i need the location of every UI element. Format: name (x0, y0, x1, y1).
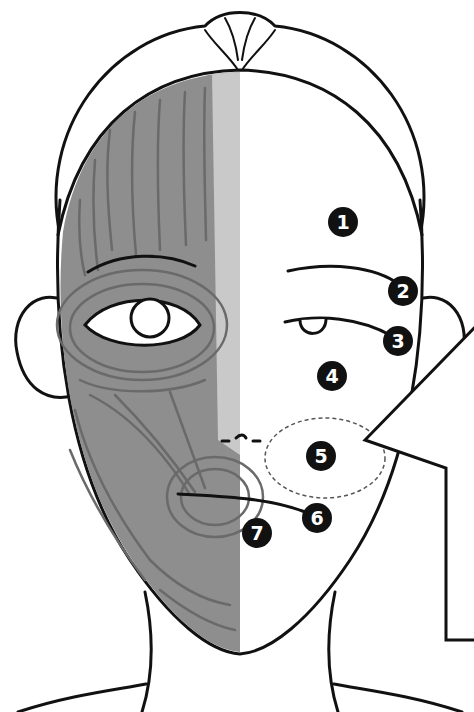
right-eyebrow (288, 266, 400, 285)
right-iris (300, 319, 326, 333)
callout-number: 1 (328, 207, 358, 237)
callout-number: 3 (383, 326, 413, 356)
nostrils (222, 435, 260, 441)
hair-strand (205, 18, 275, 70)
left-eyebrow (88, 256, 195, 272)
neck (18, 592, 462, 712)
callout-number: 2 (388, 276, 418, 306)
nasal-band (212, 72, 240, 455)
speech-bubble (365, 322, 474, 640)
muscle-lines (57, 88, 263, 630)
callout-number: 4 (317, 361, 347, 391)
callout-number: 5 (306, 441, 336, 471)
right-eye (285, 318, 392, 336)
callout-number: 6 (302, 503, 332, 533)
callout-number: 7 (242, 518, 272, 548)
mouth (178, 494, 305, 512)
left-iris (131, 299, 169, 337)
muscle-shading (60, 72, 240, 652)
cheek-zone (265, 418, 385, 498)
